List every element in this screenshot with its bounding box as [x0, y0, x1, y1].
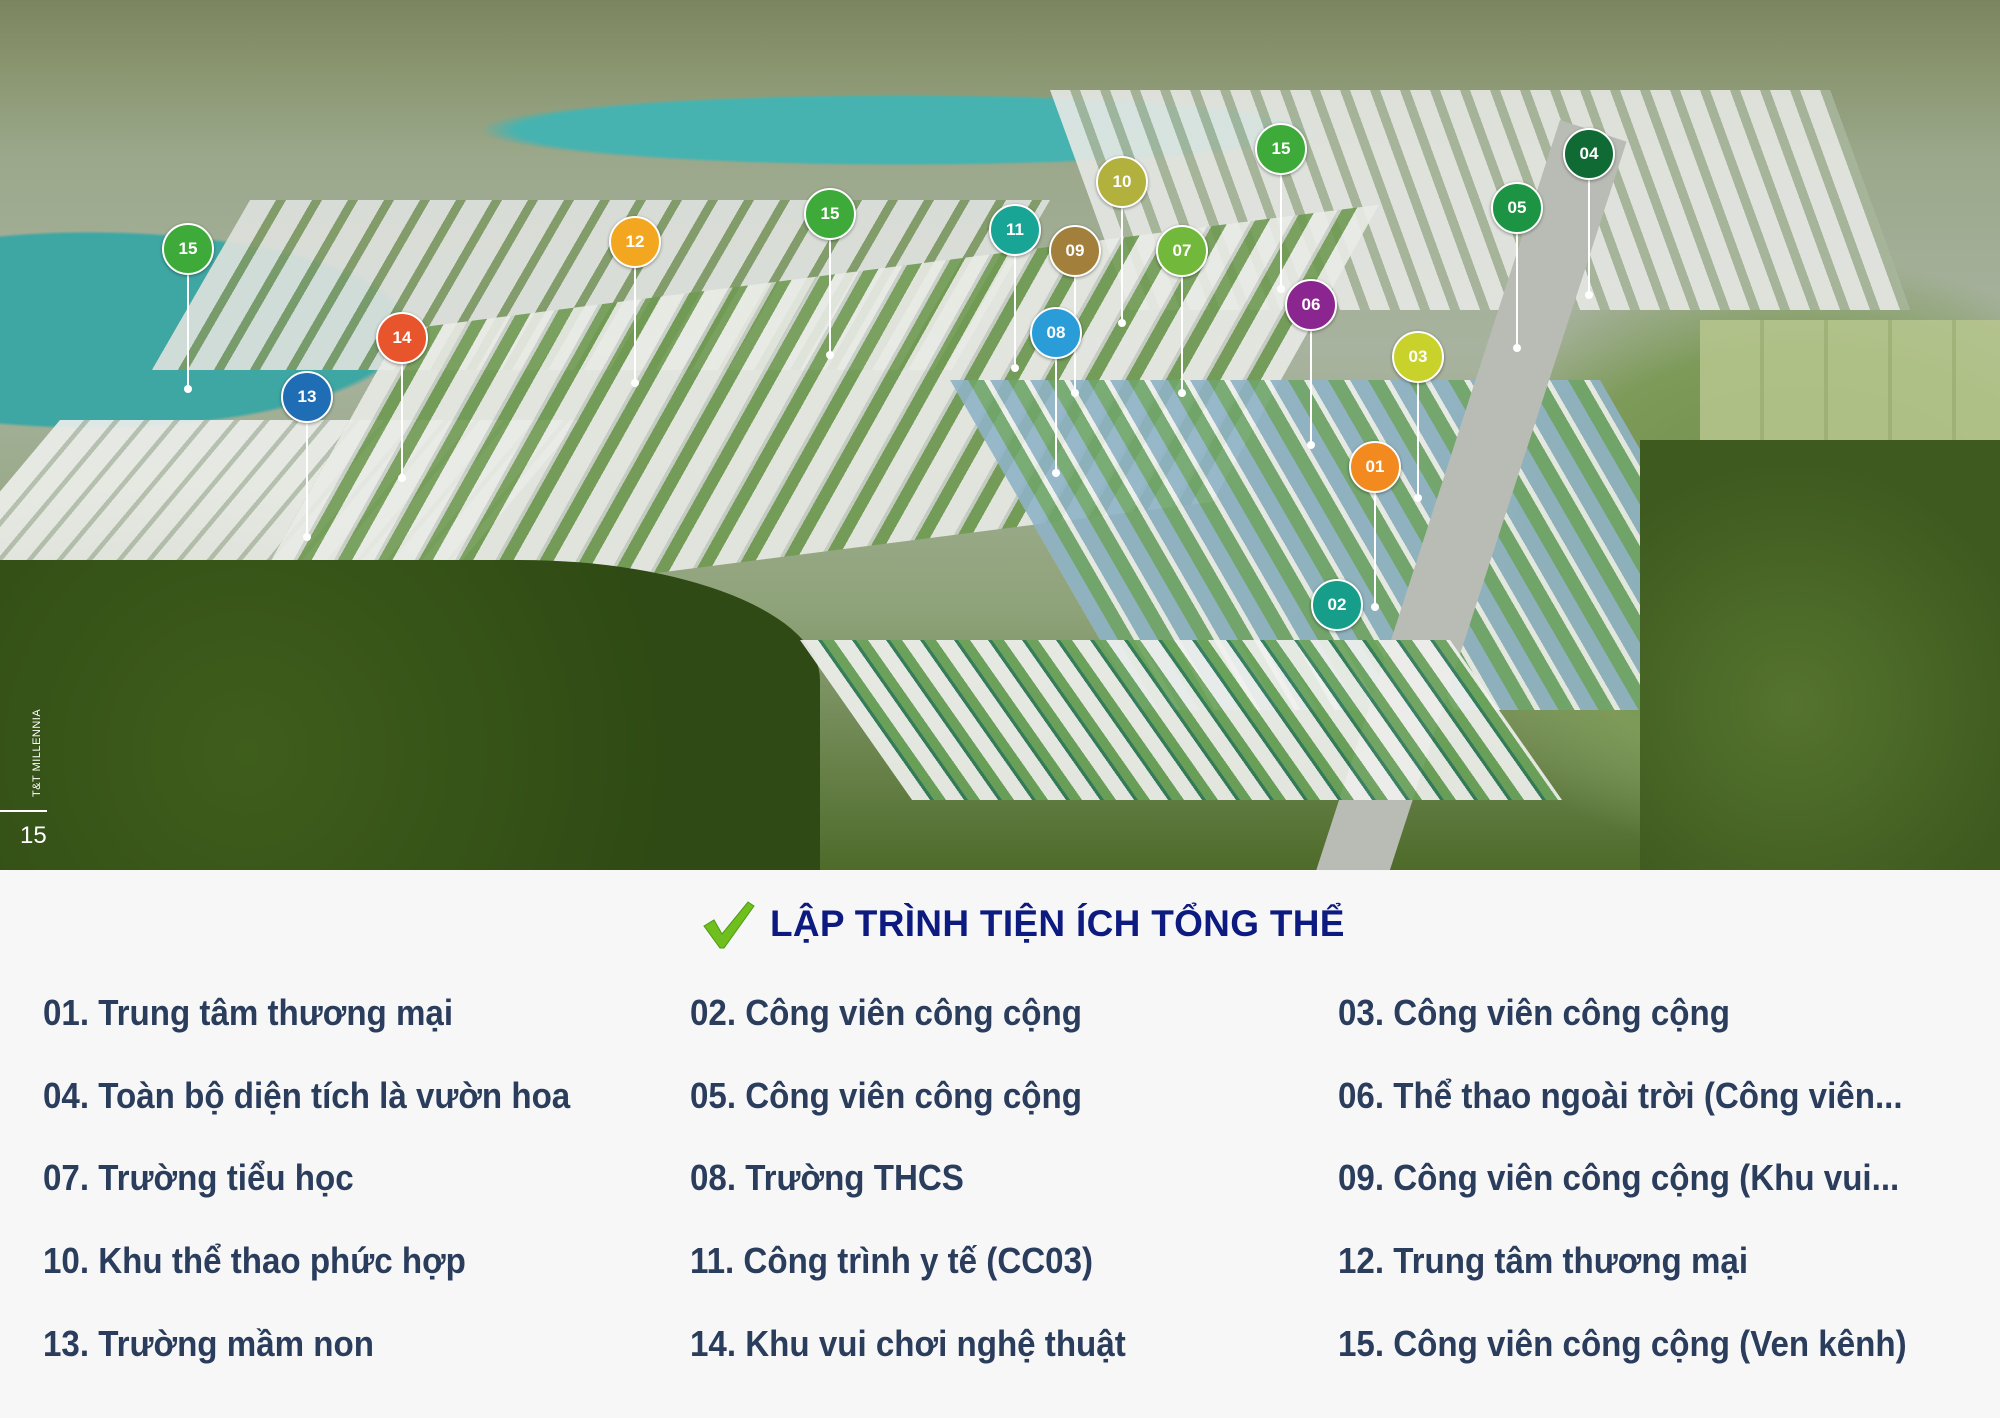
marker-leader-line [1588, 154, 1590, 295]
legend-item: 15. Công viên công cộng (Ven kênh) [1338, 1323, 1907, 1364]
marker-anchor-dot [398, 474, 406, 482]
amenity-marker-03[interactable]: 03 [1392, 331, 1444, 383]
legend-title: LẬP TRÌNH TIỆN ÍCH TỔNG THỂ [700, 896, 1345, 952]
marker-leader-line [1310, 305, 1312, 445]
amenity-marker-02[interactable]: 02 [1311, 579, 1363, 631]
legend-title-text: LẬP TRÌNH TIỆN ÍCH TỔNG THỂ [770, 903, 1345, 944]
marker-anchor-dot [1414, 494, 1422, 502]
marker-anchor-dot [1071, 389, 1079, 397]
marker-leader-line [1014, 230, 1016, 368]
marker-leader-line [1374, 467, 1376, 607]
marker-anchor-dot [1585, 291, 1593, 299]
legend-item: 05. Công viên công cộng [690, 1075, 1082, 1116]
amenity-marker-14[interactable]: 14 [376, 312, 428, 364]
amenity-marker-08[interactable]: 08 [1030, 307, 1082, 359]
marker-leader-line [634, 242, 636, 383]
amenity-marker-15[interactable]: 15 [1255, 123, 1307, 175]
marker-anchor-dot [1513, 344, 1521, 352]
brand-vertical-text: T&T MILLENNIA [31, 708, 43, 797]
legend-item: 07. Trường tiểu học [43, 1157, 354, 1198]
amenity-marker-12[interactable]: 12 [609, 216, 661, 268]
amenity-marker-05[interactable]: 05 [1491, 182, 1543, 234]
amenity-marker-07[interactable]: 07 [1156, 225, 1208, 277]
aerial-masterplan-image: 15 12 15 11 10 09 07 15 04 05 06 03 08 14 13 01 02 T&T M… [0, 0, 2000, 870]
amenity-marker-09[interactable]: 09 [1049, 225, 1101, 277]
marker-leader-line [1280, 149, 1282, 289]
marker-anchor-dot [631, 379, 639, 387]
marker-anchor-dot [1371, 603, 1379, 611]
marker-anchor-dot [826, 351, 834, 359]
amenity-marker-01[interactable]: 01 [1349, 441, 1401, 493]
page-number: 15 [20, 822, 47, 849]
marker-leader-line [306, 397, 308, 537]
marker-anchor-dot [1307, 441, 1315, 449]
legend-item: 10. Khu thể thao phức hợp [43, 1240, 466, 1281]
legend-item: 08. Trường THCS [690, 1157, 964, 1198]
housing-block [800, 640, 1563, 800]
forest-area [1640, 440, 2000, 870]
checkmark-icon [703, 901, 755, 949]
marker-anchor-dot [1052, 469, 1060, 477]
legend-item: 14. Khu vui chơi nghệ thuật [690, 1323, 1126, 1364]
legend-item: 01. Trung tâm thương mại [43, 992, 454, 1033]
divider [0, 810, 47, 812]
legend-item: 03. Công viên công cộng [1338, 992, 1730, 1033]
marker-leader-line [401, 338, 403, 478]
legend-item: 13. Trường mầm non [43, 1323, 374, 1364]
amenity-marker-06[interactable]: 06 [1285, 279, 1337, 331]
amenity-marker-11[interactable]: 11 [989, 204, 1041, 256]
forest-area [0, 560, 820, 870]
amenity-marker-13[interactable]: 13 [281, 371, 333, 423]
marker-leader-line [1181, 251, 1183, 393]
amenity-marker-04[interactable]: 04 [1563, 128, 1615, 180]
marker-anchor-dot [1118, 319, 1126, 327]
marker-leader-line [1417, 357, 1419, 498]
marker-leader-line [1516, 208, 1518, 348]
amenity-marker-10[interactable]: 10 [1096, 156, 1148, 208]
marker-leader-line [187, 249, 189, 389]
legend-item: 02. Công viên công cộng [690, 992, 1082, 1033]
marker-leader-line [1055, 333, 1057, 473]
amenity-marker-15[interactable]: 15 [162, 223, 214, 275]
marker-leader-line [1121, 182, 1123, 323]
marker-anchor-dot [303, 533, 311, 541]
marker-anchor-dot [1011, 364, 1019, 372]
amenity-marker-15[interactable]: 15 [804, 188, 856, 240]
marker-anchor-dot [1178, 389, 1186, 397]
legend-item: 11. Công trình y tế (CC03) [690, 1240, 1094, 1281]
legend-item: 06. Thể thao ngoài trời (Công viên... [1338, 1075, 1903, 1116]
marker-anchor-dot [184, 385, 192, 393]
legend-item: 09. Công viên công cộng (Khu vui... [1338, 1157, 1900, 1198]
legend-item: 12. Trung tâm thương mại [1338, 1240, 1749, 1281]
marker-anchor-dot [1277, 285, 1285, 293]
legend-item: 04. Toàn bộ diện tích là vườn hoa [43, 1075, 571, 1116]
marker-leader-line [829, 214, 831, 355]
